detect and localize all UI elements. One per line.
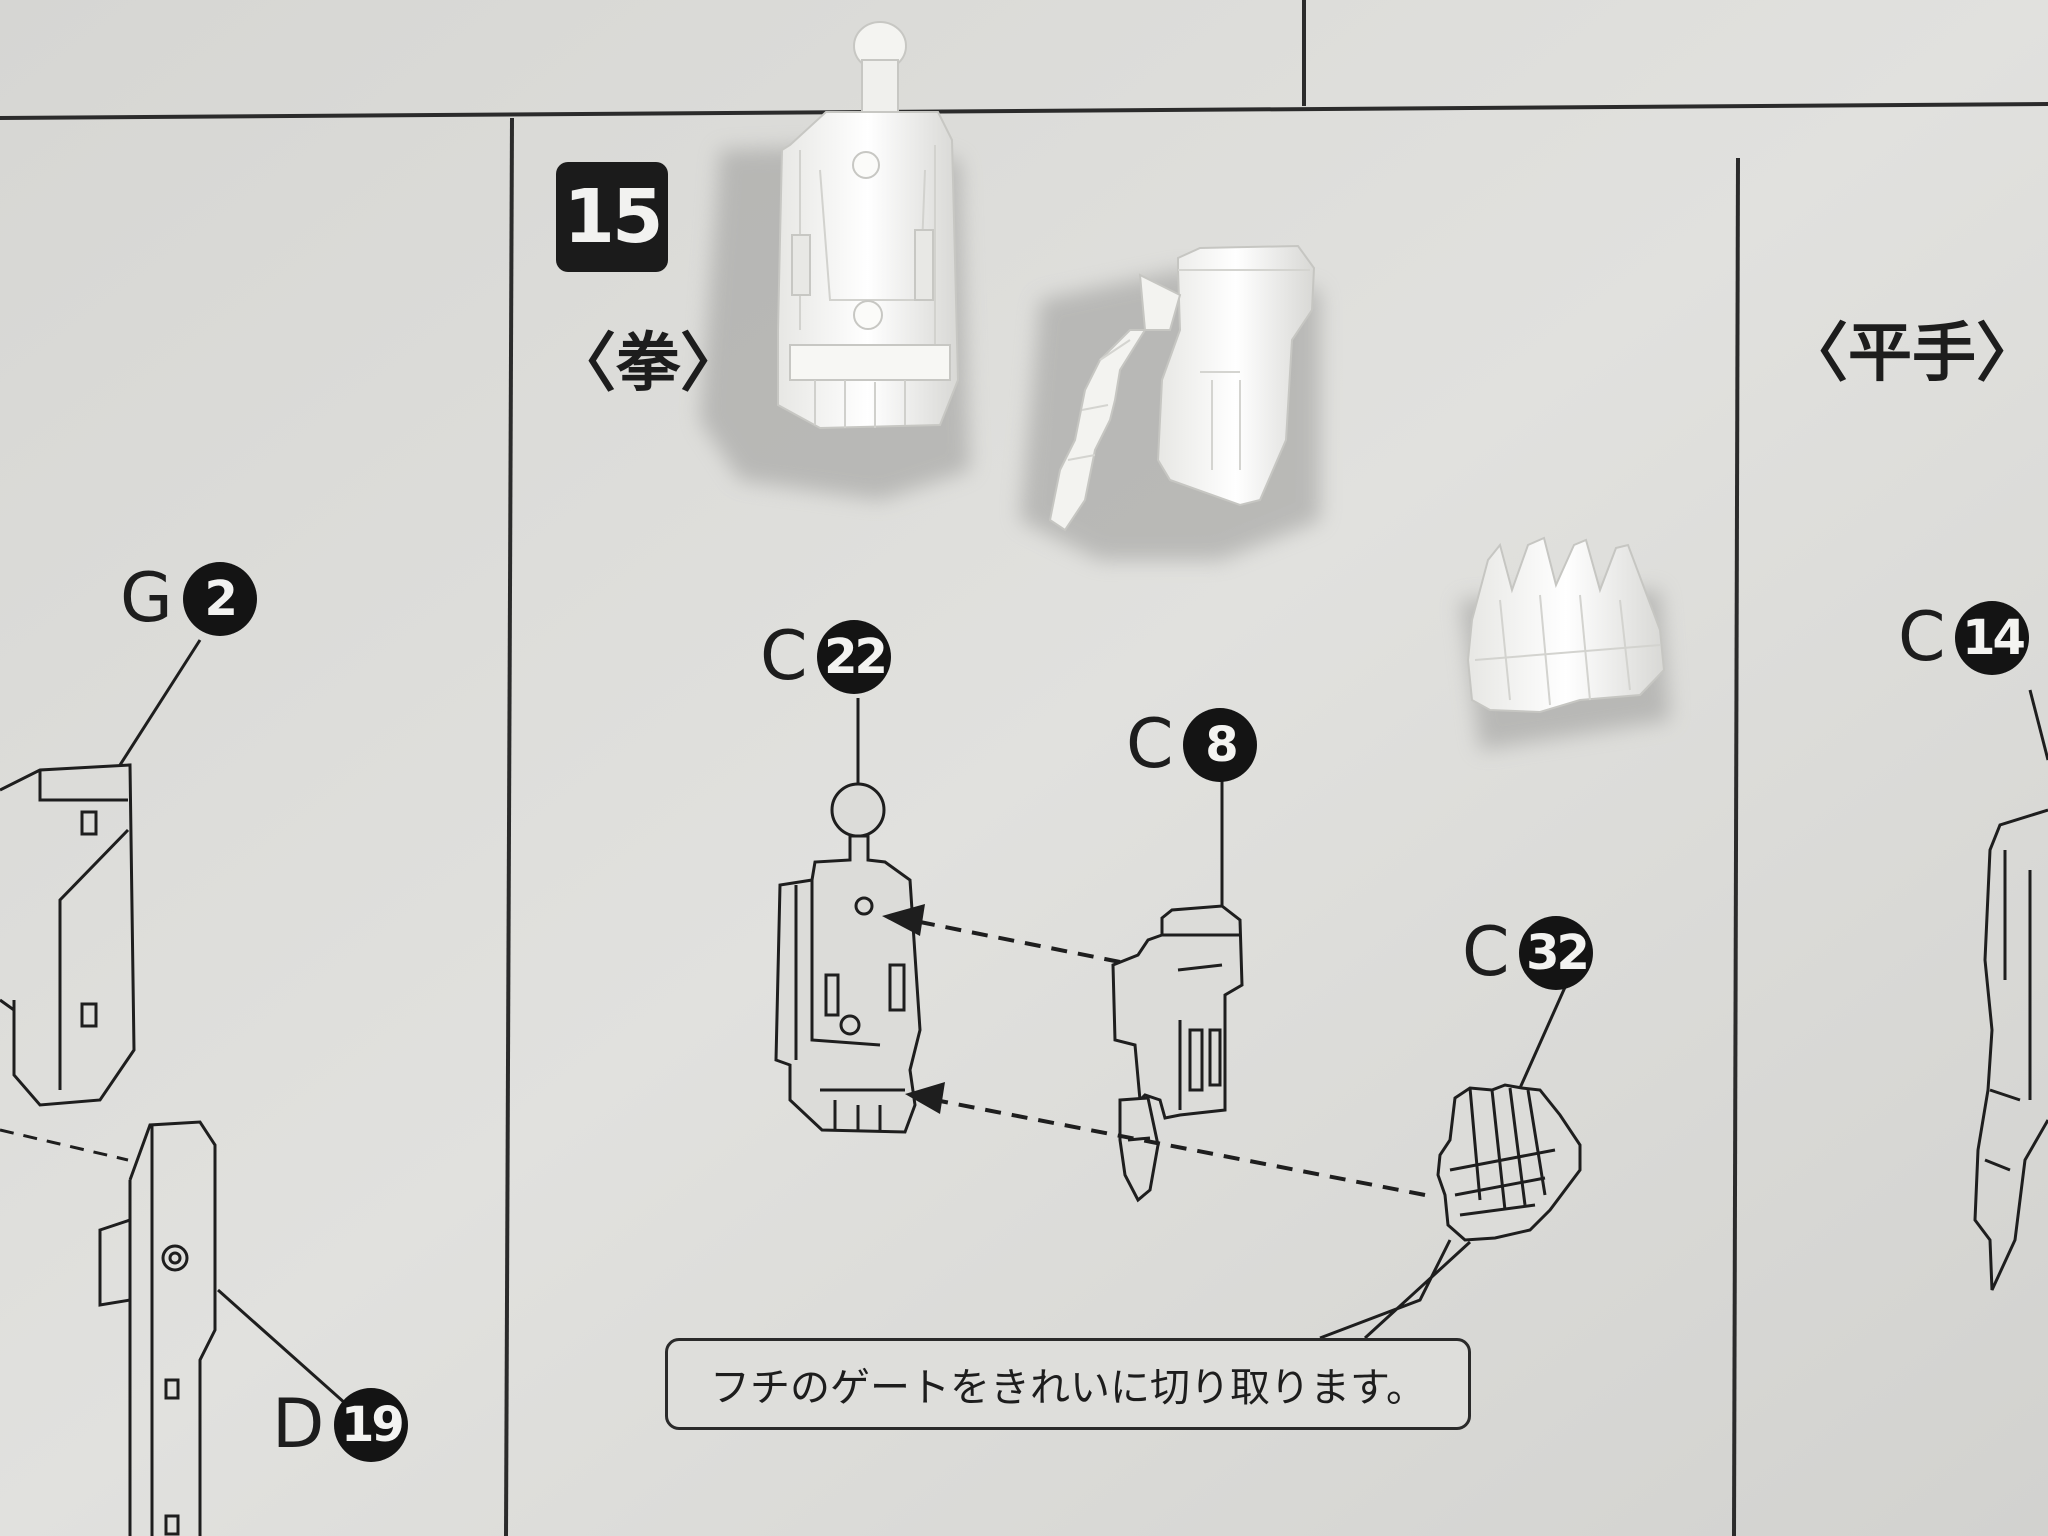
c22-frame-drawing [774,698,922,1134]
part-letter: C [1462,913,1510,992]
plastic-frame-part [777,21,960,430]
step-number-badge: 15 [556,162,668,272]
part-letter: G [120,559,173,638]
part-number-badge: 14 [1955,601,2030,675]
left-panel-part-drawings [0,639,356,1536]
plastic-thumb-part [1048,244,1316,532]
c8-thumb-drawing [1111,778,1244,1203]
c32-fingers-drawing [1319,984,1582,1340]
part-letter: D [272,1385,325,1464]
part-number-badge: 8 [1183,708,1258,782]
part-number-badge: 2 [182,562,257,636]
part-label-d19: D 19 [272,1385,409,1464]
section-heading-fist: 〈拳〉 [552,327,744,401]
section-heading-open-hand: 〈平手〉 [1784,317,2040,391]
gate-trimming-note: フチのゲートをきれいに切り取ります。 [665,1338,1471,1430]
part-number-badge: 22 [817,620,892,694]
assembly-dashed-lines [919,920,1426,1197]
part-label-c32: C 32 [1462,913,1594,992]
assembly-arrowheads [882,904,945,1114]
part-letter: C [1898,598,1946,677]
part-number-badge: 19 [334,1388,409,1462]
part-number-badge: 32 [1519,916,1594,990]
right-panel-part-drawing [1973,689,2048,1291]
part-letter: C [760,617,808,696]
part-label-c22: C 22 [760,617,892,696]
part-label-g2: G 2 [120,562,257,636]
part-label-c14: C 14 [1898,598,2030,677]
part-letter: C [1126,705,1174,784]
part-label-c8: C 8 [1126,705,1258,784]
plastic-fingers-part [1466,536,1666,714]
